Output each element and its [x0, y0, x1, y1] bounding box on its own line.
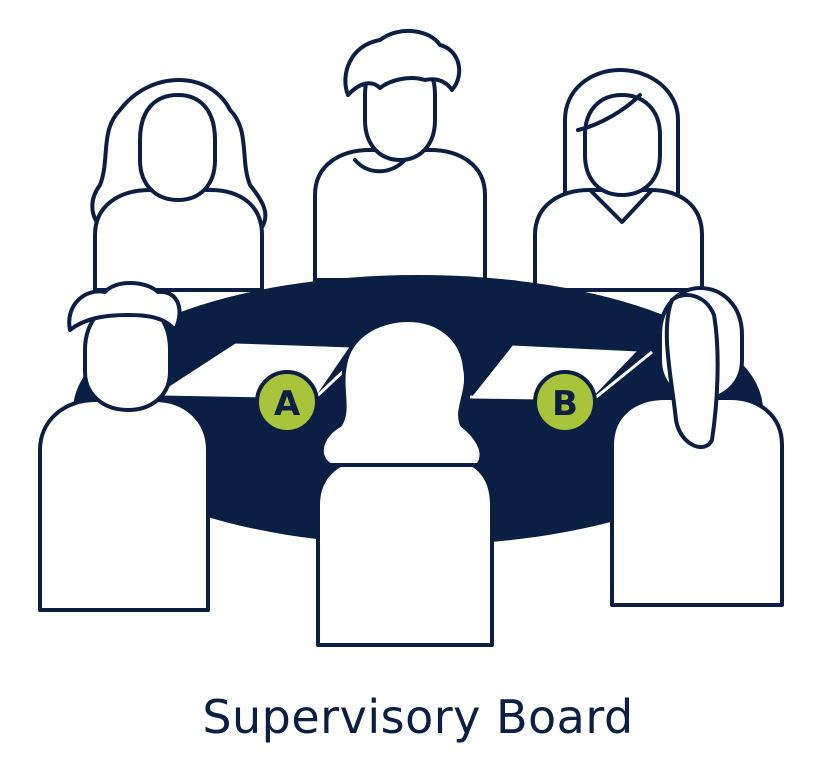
board-title: Supervisory Board	[202, 690, 634, 744]
badge-b-icon: B	[533, 370, 597, 434]
badge-b-label: B	[552, 384, 578, 424]
person-back-right-icon	[533, 68, 704, 292]
person-front-right-icon	[610, 286, 784, 607]
person-back-center-icon	[313, 28, 487, 282]
person-front-left-icon	[38, 281, 210, 612]
badge-a-label: A	[274, 384, 301, 424]
board-meeting-illustration: A B	[38, 28, 784, 647]
person-front-center-icon	[316, 318, 494, 647]
person-back-left-icon	[90, 78, 268, 292]
badge-a-icon: A	[255, 370, 319, 434]
